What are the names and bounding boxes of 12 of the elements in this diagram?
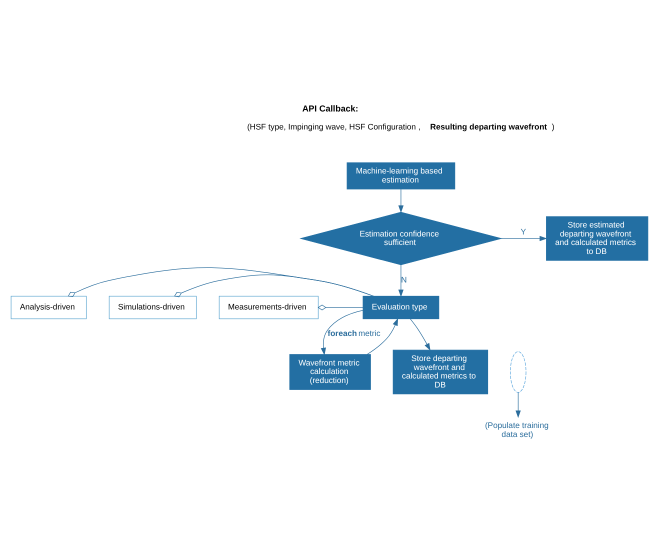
arrow bbox=[398, 264, 404, 298]
arrow bbox=[501, 236, 548, 242]
node-ellipse bbox=[510, 351, 526, 393]
arrow bbox=[398, 188, 404, 213]
connector bbox=[318, 304, 364, 310]
arrow bbox=[366, 318, 398, 355]
diagram-title: API Callback: bbox=[302, 103, 358, 114]
arrow bbox=[410, 318, 430, 351]
arrow bbox=[516, 392, 521, 418]
connector bbox=[174, 274, 374, 298]
connector bbox=[68, 267, 374, 298]
arrow bbox=[320, 310, 364, 356]
